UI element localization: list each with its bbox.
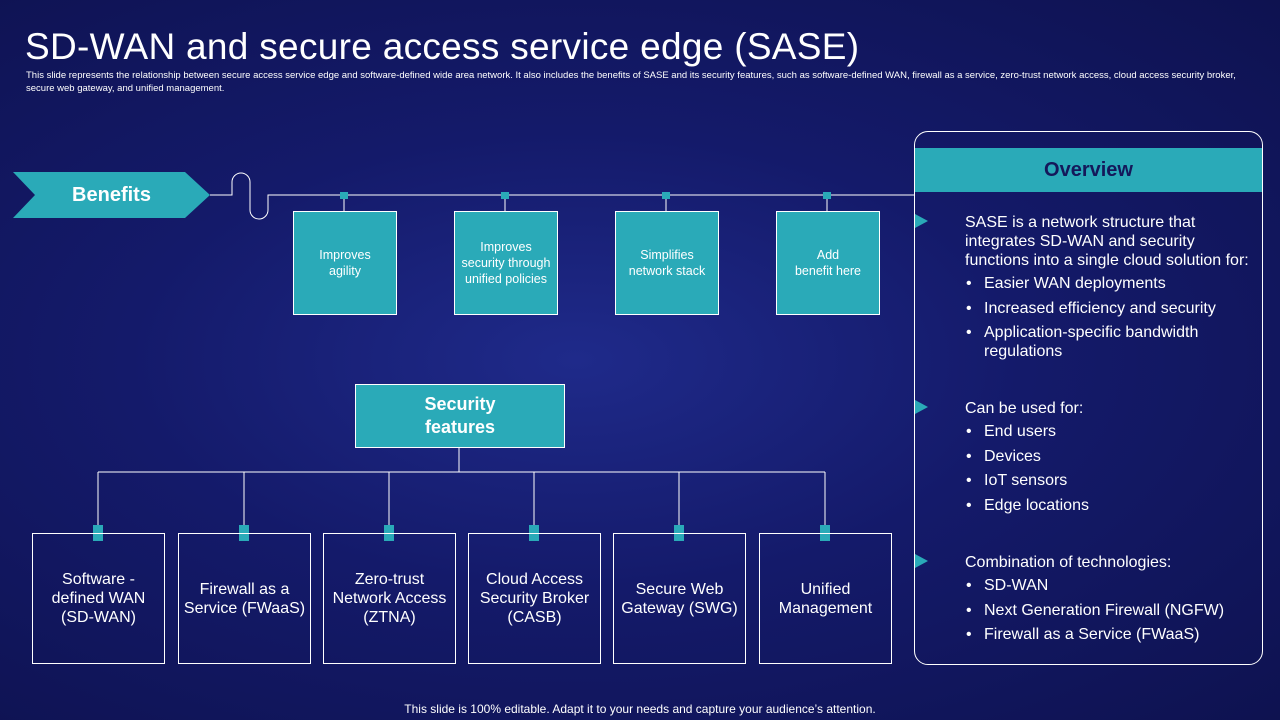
feature-box-unified-management: Unified Management: [759, 533, 892, 664]
benefit-box-network-stack: Simplifies network stack: [615, 211, 719, 315]
overview-section-technologies: Combination of technologies: SD-WAN Next…: [915, 553, 1255, 650]
list-item: End users: [965, 422, 1255, 441]
list-item: Firewall as a Service (FWaaS): [965, 625, 1255, 644]
feature-box-swg: Secure Web Gateway (SWG): [613, 533, 746, 664]
slide-title: SD-WAN and secure access service edge (S…: [25, 26, 860, 67]
triangle-arrow-icon: [915, 400, 928, 414]
benefits-banner: Benefits: [13, 172, 210, 218]
benefit-box-add: Add benefit here: [776, 211, 880, 315]
benefits-connector: [210, 172, 914, 220]
triangle-arrow-icon: [915, 214, 928, 228]
benefit-box-security: Improves security through unified polici…: [454, 211, 558, 315]
overview-list: SD-WAN Next Generation Firewall (NGFW) F…: [965, 576, 1255, 644]
benefit-markers: [340, 192, 831, 211]
list-item: Application-specific bandwidth regulatio…: [965, 323, 1255, 361]
list-item: SD-WAN: [965, 576, 1255, 595]
list-item: IoT sensors: [965, 471, 1255, 490]
list-item: Edge locations: [965, 496, 1255, 515]
benefits-label: Benefits: [72, 183, 151, 206]
list-item: Devices: [965, 447, 1255, 466]
overview-list: Easier WAN deployments Increased efficie…: [965, 274, 1255, 361]
list-item: Easier WAN deployments: [965, 274, 1255, 293]
overview-list: End users Devices IoT sensors Edge locat…: [965, 422, 1255, 515]
triangle-arrow-icon: [915, 554, 928, 568]
benefit-box-agility: Improves agility: [293, 211, 397, 315]
feature-box-ztna: Zero-trust Network Access (ZTNA): [323, 533, 456, 664]
overview-lead: SASE is a network structure that integra…: [965, 214, 1249, 269]
list-item: Increased efficiency and security: [965, 299, 1255, 318]
footer-note: This slide is 100% editable. Adapt it to…: [404, 702, 876, 716]
list-item: Next Generation Firewall (NGFW): [965, 601, 1255, 620]
overview-header: Overview: [915, 148, 1262, 192]
feature-box-sd-wan: Software - defined WAN (SD-WAN): [32, 533, 165, 664]
overview-lead: Can be used for:: [965, 400, 1084, 417]
feature-box-casb: Cloud Access Security Broker (CASB): [468, 533, 601, 664]
security-tree-lines: [93, 448, 830, 541]
feature-box-fwaas: Firewall as a Service (FWaaS): [178, 533, 311, 664]
overview-lead: Combination of technologies:: [965, 554, 1172, 571]
overview-section-uses: Can be used for: End users Devices IoT s…: [915, 399, 1255, 520]
overview-section-definition: SASE is a network structure that integra…: [915, 213, 1255, 367]
slide-subtitle: This slide represents the relationship b…: [26, 70, 1236, 94]
overview-panel: [914, 131, 1263, 665]
security-features-heading: Security features: [355, 384, 565, 448]
